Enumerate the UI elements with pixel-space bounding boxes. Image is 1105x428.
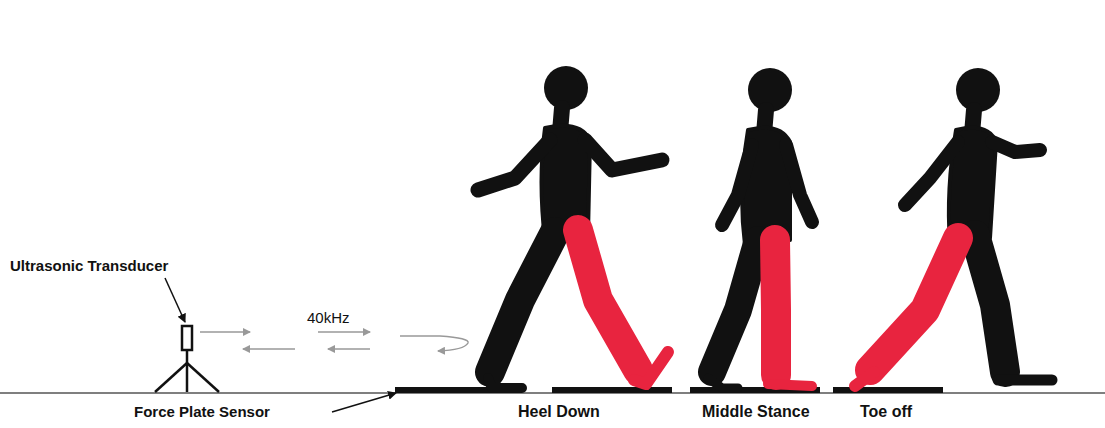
leader-line	[165, 278, 185, 322]
walker-toe-off	[855, 68, 1052, 386]
walker-middle-stance	[708, 68, 812, 388]
ultrasound-waves	[200, 332, 468, 351]
part-label: Force Plate Sensor	[134, 404, 270, 421]
phase-label: Middle Stance	[702, 403, 810, 421]
leader-line	[332, 393, 396, 412]
walker-heel-down	[478, 66, 668, 388]
phase-label: Heel Down	[518, 403, 600, 421]
part-label: Ultrasonic Transducer	[10, 258, 168, 275]
phase-label: Toe off	[860, 403, 912, 421]
ultrasonic-transducer	[155, 326, 219, 392]
frequency-label: 40kHz	[307, 310, 350, 327]
